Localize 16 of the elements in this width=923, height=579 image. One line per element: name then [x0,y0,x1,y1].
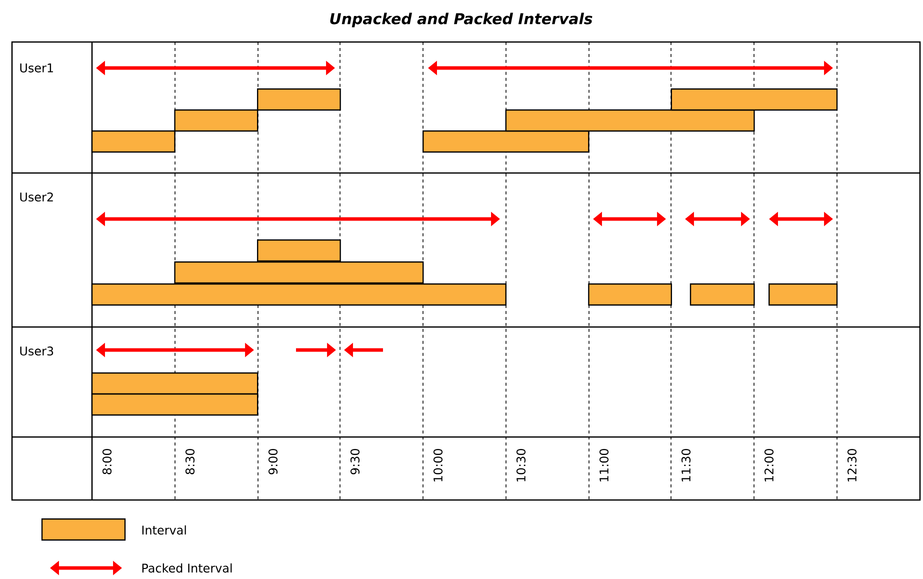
legend-label: Interval [142,525,186,535]
time-label: 9:00 [268,448,278,474]
row-label: User1 [20,64,53,72]
chart-title: Unpacked and Packed Intervals [330,12,592,28]
time-label: 11:30 [681,449,691,482]
row-label: User2 [20,192,53,202]
row-label: User3 [20,346,54,356]
time-label: 10:00 [433,449,443,482]
time-label: 8:30 [185,448,195,474]
legend-label: Packed Interval [142,563,232,573]
time-label: 9:30 [350,448,360,474]
time-label: 8:00 [102,448,112,474]
time-label: 11:00 [599,449,609,482]
time-label: 12:00 [764,449,774,482]
time-label: 12:30 [847,449,857,482]
time-label: 10:30 [516,449,526,482]
